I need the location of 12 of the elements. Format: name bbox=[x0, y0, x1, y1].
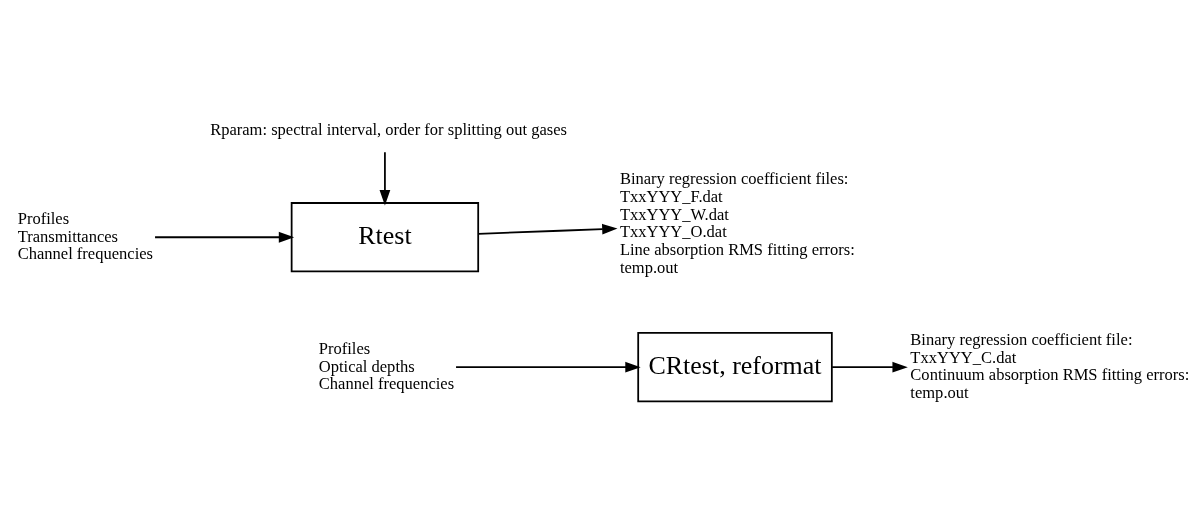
node-box: CRtest, reformat bbox=[637, 331, 833, 402]
node-text: Profiles Transmittances Channel frequencies bbox=[17, 208, 153, 263]
node-box: Rtest bbox=[290, 201, 480, 272]
node-text: Binary regression coefficient files: TxxYYY_F.dat TxxYYY_W.dat TxxYYY_O.dat Line absorption RMS fitting errors: temp.out bbox=[619, 168, 855, 277]
arrow bbox=[154, 231, 295, 243]
arrow bbox=[379, 150, 391, 205]
arrow bbox=[477, 223, 618, 235]
node-text: Binary regression coefficient file: TxxYYY_C.dat Continuum absorption RMS fitting errors: temp.out bbox=[910, 329, 1190, 402]
node-text: Profiles Optical depths Channel frequencies bbox=[318, 338, 455, 393]
arrow bbox=[831, 361, 908, 372]
arrow bbox=[455, 361, 641, 372]
node-text: Rparam: spectral interval, order for splitting out gases bbox=[210, 119, 567, 139]
